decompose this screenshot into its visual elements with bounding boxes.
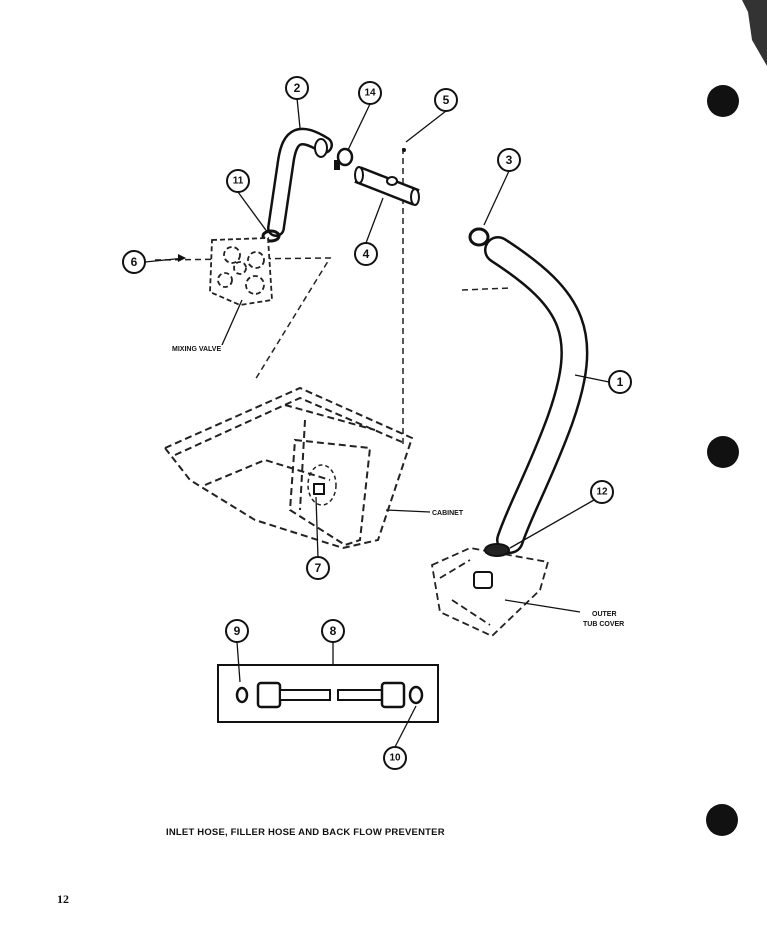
callout-7: 7 <box>315 561 322 575</box>
callout-circle-11 <box>226 169 250 193</box>
binder-hole-top <box>707 85 739 117</box>
callout-1: 1 <box>617 375 624 389</box>
tub-inlet-fitting <box>473 571 493 589</box>
callout-circle-8 <box>321 619 345 643</box>
callouts <box>122 76 632 770</box>
label-tub-cover: TUB COVER <box>583 621 624 628</box>
hose-clamp-3 <box>468 227 490 247</box>
cabinet-outline <box>163 386 414 550</box>
page-number: 12 <box>57 892 69 906</box>
callout-12: 12 <box>596 487 608 498</box>
callout-circle-7 <box>306 556 330 580</box>
callout-circle-14 <box>358 81 382 105</box>
callout-11: 11 <box>233 176 244 187</box>
callout-4: 4 <box>363 247 370 261</box>
callout-circle-9 <box>225 619 249 643</box>
callout-5: 5 <box>443 93 450 107</box>
callout-8: 8 <box>330 624 337 638</box>
scan-edge-artifact <box>742 0 767 66</box>
back-flow-preventer-part <box>313 483 325 495</box>
cabinet-opening <box>307 464 337 506</box>
label-cabinet: CABINET <box>432 510 464 517</box>
callout-circle-3 <box>497 148 521 172</box>
callout-circle-10 <box>383 746 407 770</box>
screw <box>402 148 406 152</box>
tee-fitting <box>354 166 420 206</box>
callout-3: 3 <box>506 153 513 167</box>
callout-circle-4 <box>354 242 378 266</box>
hose-clamp-14 <box>336 147 354 167</box>
inlet-hose-assembly <box>235 681 424 709</box>
callout-circle-2 <box>285 76 309 100</box>
label-mixing-valve: MIXING VALVE <box>172 346 221 353</box>
binder-hole-middle <box>707 436 739 468</box>
callout-9: 9 <box>234 624 241 638</box>
callout-10: 10 <box>389 753 401 764</box>
leader-lines <box>154 148 511 445</box>
callout-circle-1 <box>608 370 632 394</box>
callout-circle-12 <box>590 480 614 504</box>
inlet-hose-kit-box <box>217 664 439 723</box>
outer-tub-cover <box>430 547 550 638</box>
mixing-valve <box>209 237 273 306</box>
callout-circle-6 <box>122 250 146 274</box>
hose-clamp-11 <box>261 229 281 243</box>
label-outer: OUTER <box>592 611 617 618</box>
callout-2: 2 <box>294 81 301 95</box>
callout-14: 14 <box>364 88 376 99</box>
diagram-caption: INLET HOSE, FILLER HOSE AND BACK FLOW PR… <box>166 827 445 838</box>
callout-circle-5 <box>434 88 458 112</box>
hose-clamp-12 <box>484 543 510 557</box>
callout-6: 6 <box>131 255 138 269</box>
binder-hole-bottom <box>706 804 738 836</box>
callout-6-arrow <box>178 254 186 262</box>
